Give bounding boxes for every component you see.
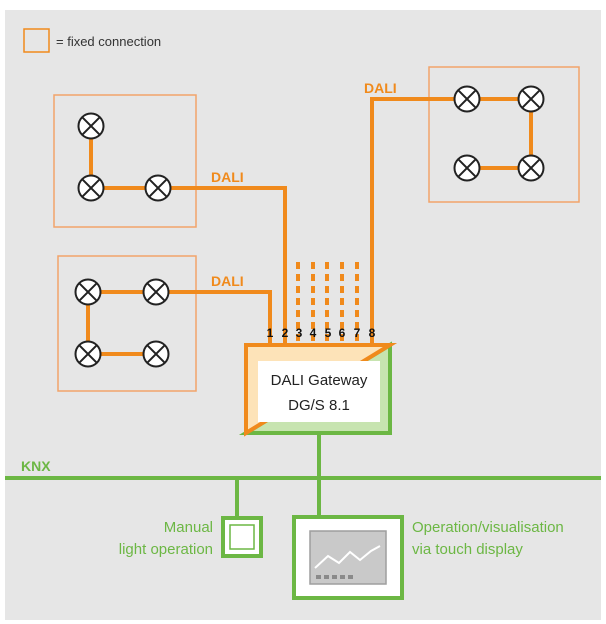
dali-label: DALI: [211, 273, 244, 289]
channel-numbers: 1 2 3 4 5 6 7 8: [267, 326, 376, 340]
knx-bus: [5, 433, 601, 518]
room-box-right: [428, 66, 580, 203]
channel-number: 3: [296, 326, 303, 340]
manual-label-line1: Manual: [164, 519, 213, 536]
lamp-icons: [74, 85, 545, 368]
lamp-icon: [517, 154, 545, 182]
lamp-icon: [517, 85, 545, 113]
lamp-icon: [74, 278, 102, 306]
knx-label: KNX: [21, 458, 51, 474]
channel-number: 8: [369, 326, 376, 340]
lamp-icon: [142, 278, 170, 306]
lamp-icon: [77, 112, 105, 140]
room-box-left-top: [53, 94, 197, 228]
trend-line-icon: [314, 545, 381, 569]
lamp-icon: [453, 154, 481, 182]
touch-display: [292, 515, 404, 600]
gateway-name: DALI Gateway: [271, 372, 368, 389]
manual-switch: [221, 516, 263, 558]
manual-label-line2: light operation: [119, 541, 213, 558]
channel-number: 6: [339, 326, 346, 340]
touch-label-line1: Operation/visualisation: [412, 519, 564, 536]
dali-label: DALI: [211, 169, 244, 185]
gateway-label-panel: [258, 361, 380, 422]
gateway-model: DG/S 8.1: [288, 397, 350, 414]
legend-swatch: [23, 28, 50, 53]
channel-number: 5: [325, 326, 332, 340]
dali-label: DALI: [364, 80, 397, 96]
lamp-icon: [77, 174, 105, 202]
lamp-icon: [74, 340, 102, 368]
lamp-icon: [144, 174, 172, 202]
touch-label-line2: via touch display: [412, 541, 523, 558]
channel-number: 4: [310, 326, 317, 340]
channel-number: 1: [267, 326, 274, 340]
lamp-icon: [142, 340, 170, 368]
display-buttons: [316, 575, 353, 579]
unused-channels: [296, 262, 359, 345]
dali-gateway: DALI Gateway DG/S 8.1: [238, 341, 398, 437]
legend-label: = fixed connection: [56, 34, 161, 49]
room-box-left-bottom: [57, 255, 197, 392]
lamp-icon: [453, 85, 481, 113]
channel-number: 2: [282, 326, 289, 340]
channel-number: 7: [354, 326, 361, 340]
